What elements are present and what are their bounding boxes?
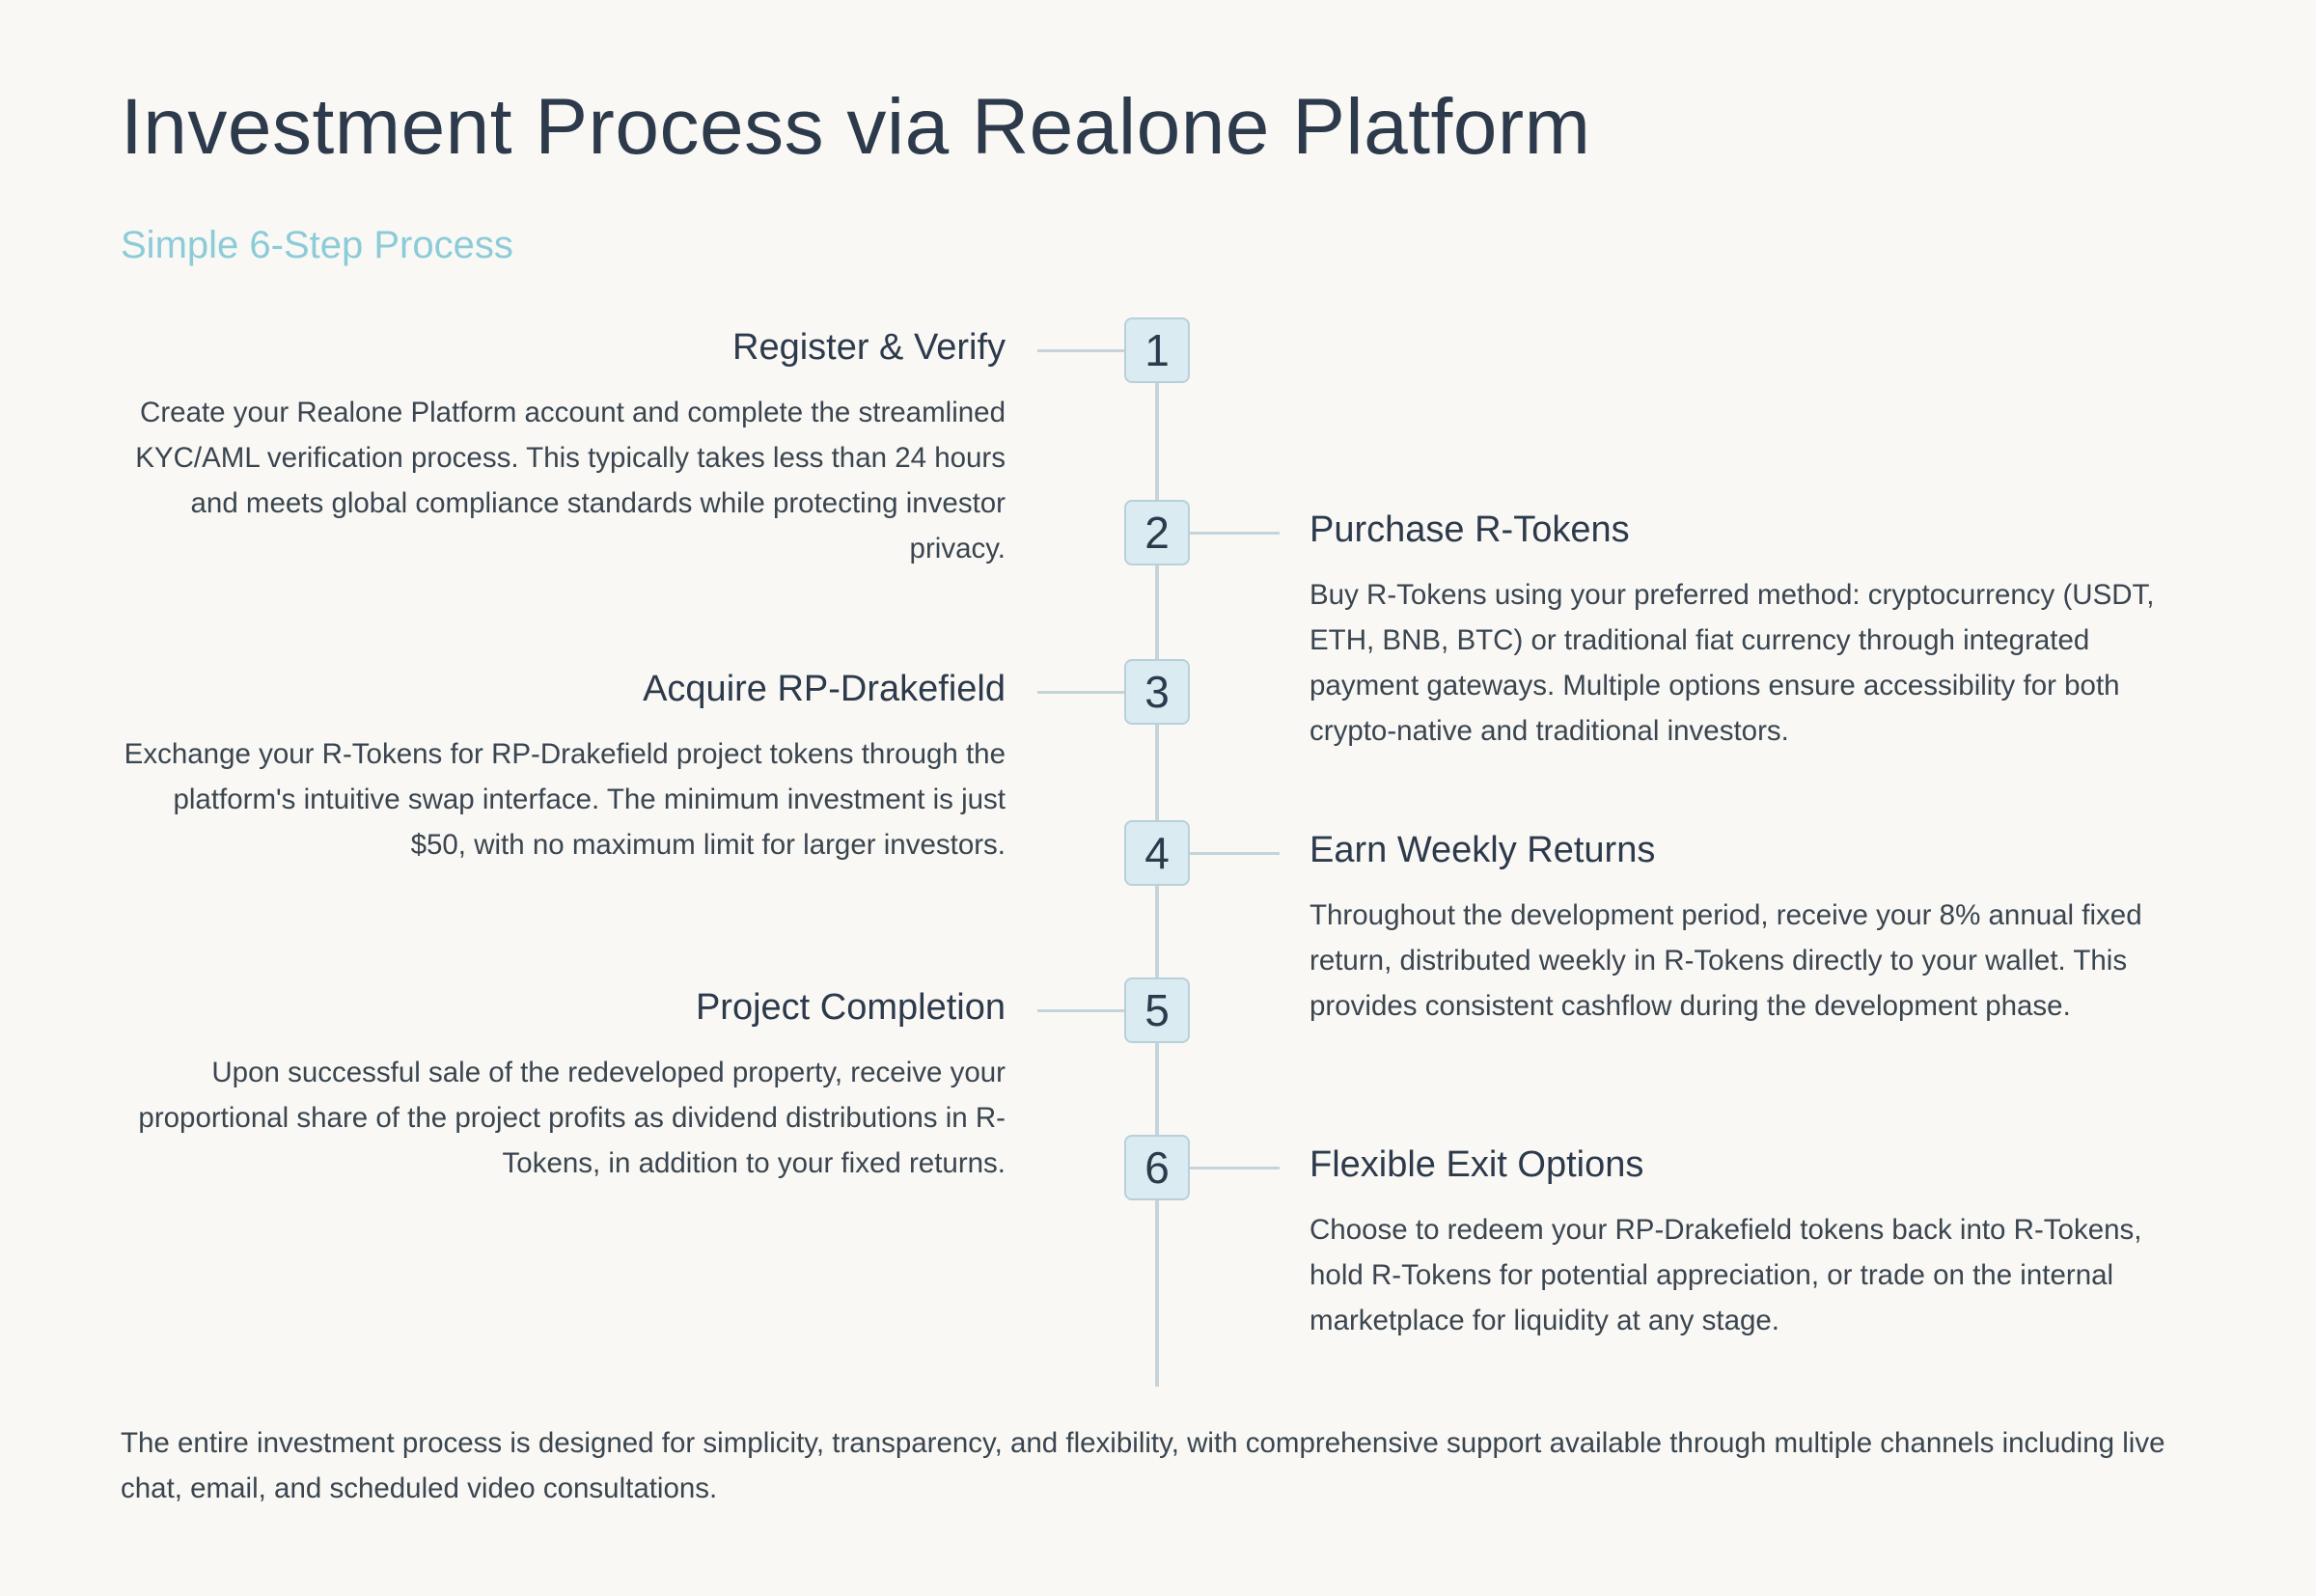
step-1: Register & Verify Create your Realone Pl… [118, 326, 1006, 571]
step-3-title: Acquire RP-Drakefield [643, 669, 1006, 709]
step-5-badge: 5 [1124, 977, 1190, 1043]
step-3-description: Exchange your R-Tokens for RP-Drakefield… [124, 737, 1006, 861]
step-1-title: Register & Verify [732, 327, 1006, 368]
step-6-description: Choose to redeem your RP-Drakefield toke… [1310, 1213, 2142, 1336]
footer-note: The entire investment process is designe… [121, 1427, 2165, 1504]
step-4-title: Earn Weekly Returns [1310, 830, 1656, 870]
step-5-title: Project Completion [695, 987, 1006, 1028]
step-6: Flexible Exit Options Choose to redeem y… [1310, 1143, 2197, 1343]
page-subtitle: Simple 6-Step Process [121, 224, 513, 266]
step-5-connector [1037, 1009, 1126, 1012]
step-3-connector [1037, 691, 1126, 694]
step-5-description: Upon successful sale of the redeveloped … [138, 1056, 1006, 1179]
step-1-description: Create your Realone Platform account and… [135, 396, 1006, 564]
step-3-badge: 3 [1124, 659, 1190, 725]
step-6-connector [1188, 1167, 1280, 1169]
step-1-badge: 1 [1124, 317, 1190, 383]
step-2-description: Buy R-Tokens using your preferred method… [1310, 578, 2155, 747]
step-2-badge: 2 [1124, 500, 1190, 565]
step-2-title: Purchase R-Tokens [1310, 509, 1630, 550]
step-4-badge: 4 [1124, 820, 1190, 886]
step-3: Acquire RP-Drakefield Exchange your R-To… [118, 668, 1006, 867]
step-5: Project Completion Upon successful sale … [118, 986, 1006, 1186]
step-1-connector [1037, 349, 1126, 352]
step-4-description: Throughout the development period, recei… [1310, 898, 2142, 1022]
step-2-connector [1188, 532, 1280, 535]
step-4-connector [1188, 852, 1280, 855]
page-title: Investment Process via Realone Platform [121, 83, 1591, 171]
step-2: Purchase R-Tokens Buy R-Tokens using you… [1310, 509, 2197, 754]
step-6-title: Flexible Exit Options [1310, 1144, 1644, 1185]
step-6-badge: 6 [1124, 1135, 1190, 1200]
step-4: Earn Weekly Returns Throughout the devel… [1310, 829, 2197, 1029]
